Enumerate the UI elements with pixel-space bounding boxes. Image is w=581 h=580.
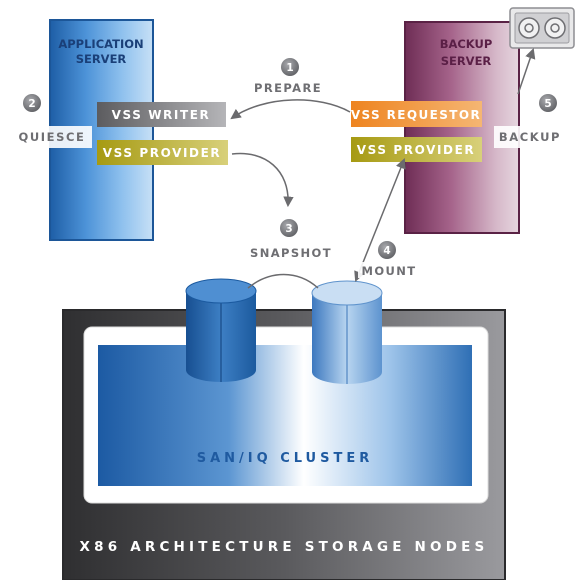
step-2-label: QUIESCE — [18, 130, 85, 144]
step-1-prepare: 1 PREPARE — [254, 58, 322, 95]
application-server-title-line1: APPLICATION — [58, 37, 143, 51]
backup-vss-provider-label: VSS PROVIDER — [357, 143, 475, 157]
vss-requestor-box: VSS REQUESTOR — [351, 101, 482, 127]
step-1-number: 1 — [286, 62, 293, 74]
step-badge-icon — [378, 241, 396, 259]
step-2-number: 2 — [28, 98, 35, 110]
step-5-backup: 5 BACKUP — [494, 94, 567, 148]
backup-arrow — [517, 48, 536, 95]
application-server-title-line2: SERVER — [76, 52, 127, 66]
vss-writer-box: VSS WRITER — [97, 102, 226, 127]
step-3-label: SNAPSHOT — [250, 246, 332, 260]
vss-writer-label: VSS WRITER — [112, 108, 211, 122]
vss-requestor-label: VSS REQUESTOR — [351, 108, 481, 122]
step-1-label: PREPARE — [254, 81, 322, 95]
app-vss-provider-label: VSS PROVIDER — [103, 146, 221, 160]
step-5-label: BACKUP — [499, 130, 561, 144]
step-4-number: 4 — [383, 245, 390, 257]
step-badge-icon — [23, 94, 41, 112]
step-5-number: 5 — [544, 98, 551, 110]
step-2-quiesce: 2 QUIESCE — [12, 94, 92, 148]
prepare-arrow — [230, 99, 351, 120]
step-badge-icon — [281, 58, 299, 76]
san-iq-cluster: SAN/IQ CLUSTER — [98, 345, 472, 486]
backup-vss-provider-box: VSS PROVIDER — [351, 137, 482, 162]
snapshot-arc — [247, 273, 319, 289]
cluster-label: SAN/IQ CLUSTER — [197, 451, 374, 466]
snapshot-request-arrow — [231, 152, 294, 208]
mount-arrow — [354, 158, 406, 282]
step-4-label: MOUNT — [361, 264, 416, 278]
snapshot-volume-icon — [311, 280, 383, 384]
application-server: APPLICATION SERVER — [49, 19, 154, 241]
step-4-mount: 4 MOUNT — [358, 241, 418, 278]
backup-server-title-line2: SERVER — [441, 54, 492, 68]
volume-icon — [185, 278, 257, 382]
storage-nodes-label: X86 ARCHITECTURE STORAGE NODES — [80, 539, 489, 555]
step-3-snapshot: 3 SNAPSHOT — [250, 219, 332, 260]
backup-server-title-line1: BACKUP — [440, 37, 493, 51]
tape-drive-icon — [509, 7, 575, 49]
app-vss-provider-box: VSS PROVIDER — [97, 140, 228, 165]
step-badge-icon — [280, 219, 298, 237]
step-badge-icon — [539, 94, 557, 112]
step-3-number: 3 — [285, 223, 292, 235]
